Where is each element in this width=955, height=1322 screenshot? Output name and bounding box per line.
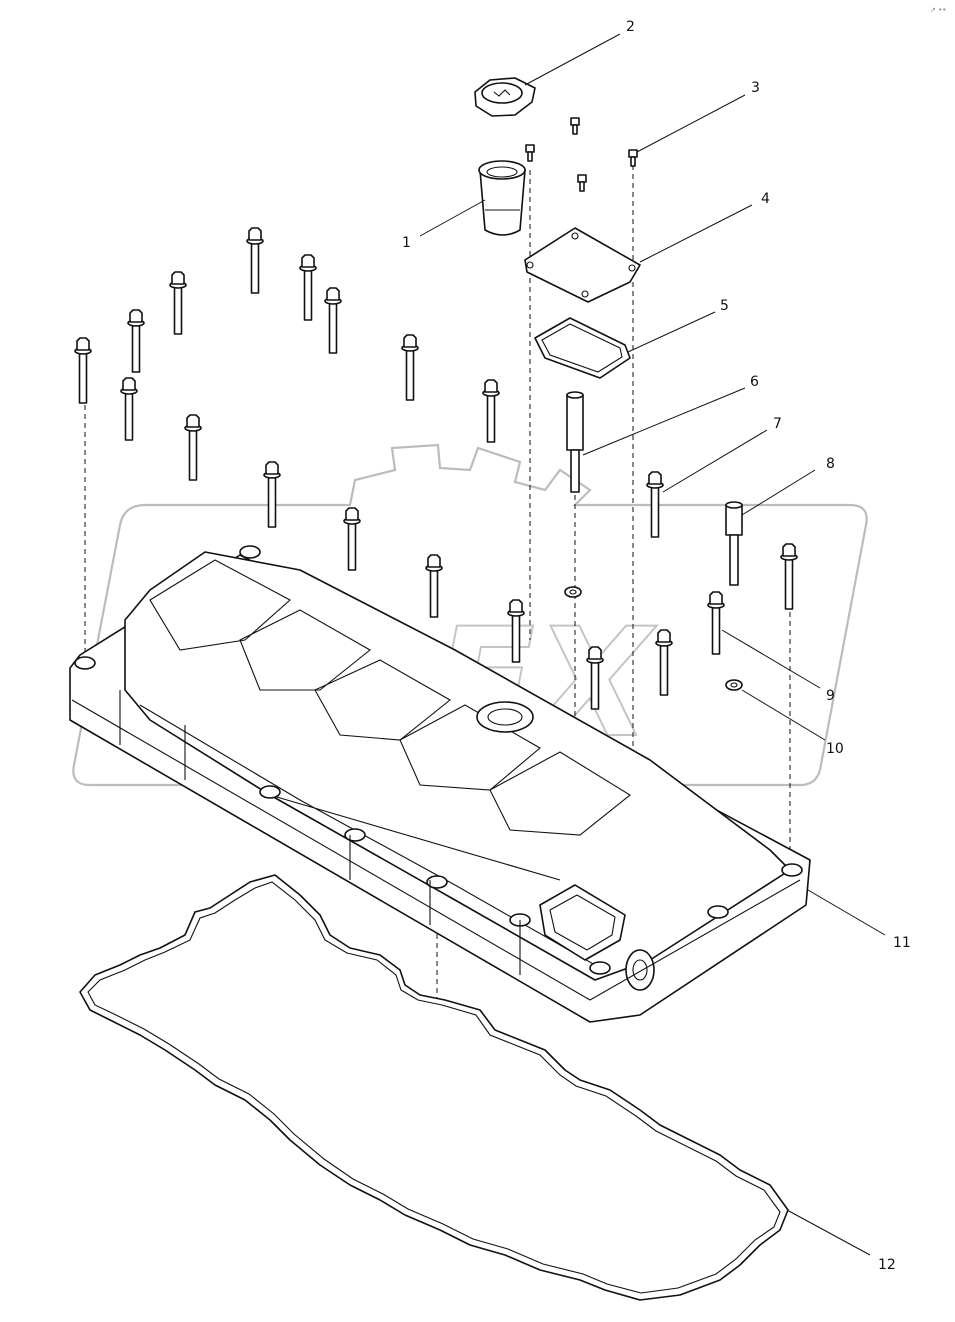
bolt (780, 543, 798, 610)
callout-12: 12 (878, 1257, 896, 1273)
callout-9: 9 (826, 688, 835, 704)
small-screws (525, 117, 638, 192)
plate-gasket (534, 317, 631, 379)
leader-lines (419, 33, 886, 1256)
callout-6: 6 (750, 374, 759, 390)
cover-plate (524, 227, 641, 303)
bolt (401, 334, 419, 401)
bolt (120, 377, 138, 441)
bolt (507, 599, 525, 663)
callout-7: 7 (773, 416, 782, 432)
callout-1: 1 (402, 235, 411, 251)
bolt (482, 379, 500, 443)
oil-filler-cap (474, 77, 536, 117)
callout-10: 10 (826, 741, 844, 757)
bolt (324, 287, 342, 354)
flange-bolts (74, 227, 798, 710)
callout-labels: 1 2 3 4 5 6 7 8 9 10 11 12 (402, 19, 911, 1273)
callout-11: 11 (893, 935, 911, 951)
bolt (263, 461, 281, 528)
callout-5: 5 (720, 298, 729, 314)
bolt (425, 554, 443, 618)
valve-cover-gasket (79, 874, 789, 1301)
bolt (127, 309, 145, 373)
callout-3: 3 (751, 80, 760, 96)
bolt (655, 629, 673, 696)
bolt (246, 227, 264, 294)
bolt (646, 471, 664, 538)
bolt (184, 414, 202, 481)
spacer-sleeve (566, 391, 584, 493)
callout-2: 2 (626, 19, 635, 35)
washers (564, 586, 743, 691)
bolt (343, 507, 361, 571)
spacer-8 (725, 501, 743, 586)
bolt (74, 337, 92, 404)
watermark-gear-outline (72, 443, 868, 787)
filler-neck (478, 160, 526, 236)
bolt (586, 646, 604, 710)
callout-4: 4 (761, 191, 770, 207)
callout-8: 8 (826, 456, 835, 472)
bolt (169, 271, 187, 335)
bolt (299, 254, 317, 321)
valve-cover (69, 545, 811, 1023)
corner-mark: ↗ •• (930, 6, 946, 14)
bolt (707, 591, 725, 655)
alignment-lines (84, 165, 791, 1095)
